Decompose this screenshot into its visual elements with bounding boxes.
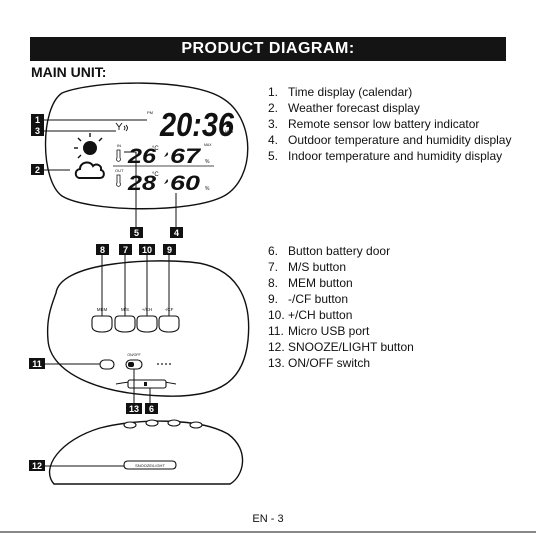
list-item: 12.SNOOZE/LIGHT button (268, 340, 414, 354)
callout-9: 9 (163, 244, 176, 255)
list-item: 4.Outdoor temperature and humidity displ… (268, 133, 512, 147)
callout-3: 3 (31, 125, 44, 136)
list-item: 7.M/S button (268, 260, 347, 274)
svg-text:3: 3 (35, 126, 40, 136)
outdoor-temp-unit: °C (152, 172, 159, 178)
snooze-light-button[interactable] (123, 460, 177, 470)
battery-door-latch (144, 382, 147, 386)
outdoor-temperature: 28 (127, 172, 157, 195)
callout-6: 6 (145, 403, 158, 414)
onoff-switch-knob (128, 362, 134, 367)
parts-list-bottom: 6.Button battery door 7.M/S button 8.MEM… (268, 243, 414, 371)
antenna-icon (115, 122, 128, 132)
front-leader-lines (43, 119, 177, 229)
side-unit-outline (48, 420, 244, 485)
page-number: EN - 3 (252, 513, 284, 525)
outdoor-humidity: 60 (170, 172, 200, 195)
list-item: 3.Remote sensor low battery indicator (268, 117, 480, 131)
list-item: 9.-/CF button (268, 292, 349, 306)
mhz-indicator: MHz (225, 129, 233, 134)
callout-4: 4 (170, 227, 183, 238)
top-leader-lines (43, 255, 170, 404)
side-view: SNOOZE/LIGHT 12 (29, 419, 244, 485)
indoor-temp-unit: °C (152, 146, 159, 152)
list-item: 10.+/CH button (268, 308, 353, 322)
front-view: PM 20:36 MHz IN 26 °C 67 % MAX (31, 82, 249, 238)
svg-text:2: 2 (35, 165, 40, 175)
list-item: 6.Button battery door (268, 244, 391, 258)
in-humidity-icon (164, 151, 168, 157)
svg-text:11: 11 (32, 359, 42, 369)
pm-indicator: PM (147, 110, 153, 115)
callout-11: 11 (29, 358, 45, 369)
list-item: 11.Micro USB port (268, 324, 370, 338)
minus-cf-button[interactable] (158, 315, 180, 333)
indoor-humidity-unit: % (205, 159, 210, 165)
indoor-humidity: 67 (170, 145, 202, 168)
in-thermometer-icon (116, 149, 121, 162)
callout-8: 8 (96, 244, 109, 255)
svg-text:13: 13 (129, 404, 139, 414)
svg-text:1: 1 (35, 115, 40, 125)
list-item: 13.ON/OFF switch (268, 356, 371, 370)
callout-2: 2 (31, 164, 44, 175)
top-view: MEM M/S +/CH -/CF ON/OFF (29, 244, 250, 414)
out-humidity-icon (164, 179, 168, 184)
callout-13: 13 (126, 403, 142, 414)
micro-usb-port[interactable] (99, 359, 115, 370)
indoor-temperature: 26 (127, 145, 157, 168)
in-label: IN (117, 143, 121, 148)
callout-7: 7 (119, 244, 132, 255)
svg-text:8: 8 (100, 245, 105, 255)
outdoor-humidity-unit: % (205, 186, 210, 192)
list-item: 1.Time display (calendar) (268, 85, 413, 99)
svg-text:10: 10 (142, 245, 152, 255)
bell-icon (226, 122, 230, 127)
cloud-icon (74, 161, 105, 179)
svg-text:9: 9 (167, 245, 172, 255)
main-unit-title: MAIN UNIT: (31, 64, 107, 80)
sun-icon (74, 133, 103, 159)
out-thermometer-icon (116, 174, 121, 187)
time-display: 20:36 (159, 106, 234, 143)
svg-text:5: 5 (134, 228, 139, 238)
plus-ch-button[interactable] (136, 315, 158, 333)
list-item: 2.Weather forecast display (268, 101, 420, 115)
callout-1: 1 (31, 114, 44, 125)
snooze-light-label: SNOOZE/LIGHT (135, 463, 165, 468)
out-label: OUT (115, 168, 124, 173)
speaker-dots (157, 363, 171, 365)
list-item: 8.MEM button (268, 276, 353, 290)
product-diagram-header: PRODUCT DIAGRAM: (30, 37, 506, 61)
onoff-label: ON/OFF (127, 353, 140, 357)
svg-text:7: 7 (123, 245, 128, 255)
callout-5: 5 (130, 227, 143, 238)
callout-10: 10 (139, 244, 155, 255)
list-item: 5.Indoor temperature and humidity displa… (268, 149, 503, 163)
svg-text:6: 6 (149, 404, 154, 414)
svg-text:4: 4 (174, 228, 179, 238)
svg-text:12: 12 (32, 461, 42, 471)
max-indicator: MAX (204, 143, 212, 147)
side-top-buttons (123, 419, 203, 429)
mem-button[interactable] (91, 315, 113, 333)
callout-12: 12 (29, 460, 45, 471)
parts-list-top: 1.Time display (calendar) 2.Weather fore… (268, 84, 511, 164)
ms-button[interactable] (114, 315, 136, 333)
